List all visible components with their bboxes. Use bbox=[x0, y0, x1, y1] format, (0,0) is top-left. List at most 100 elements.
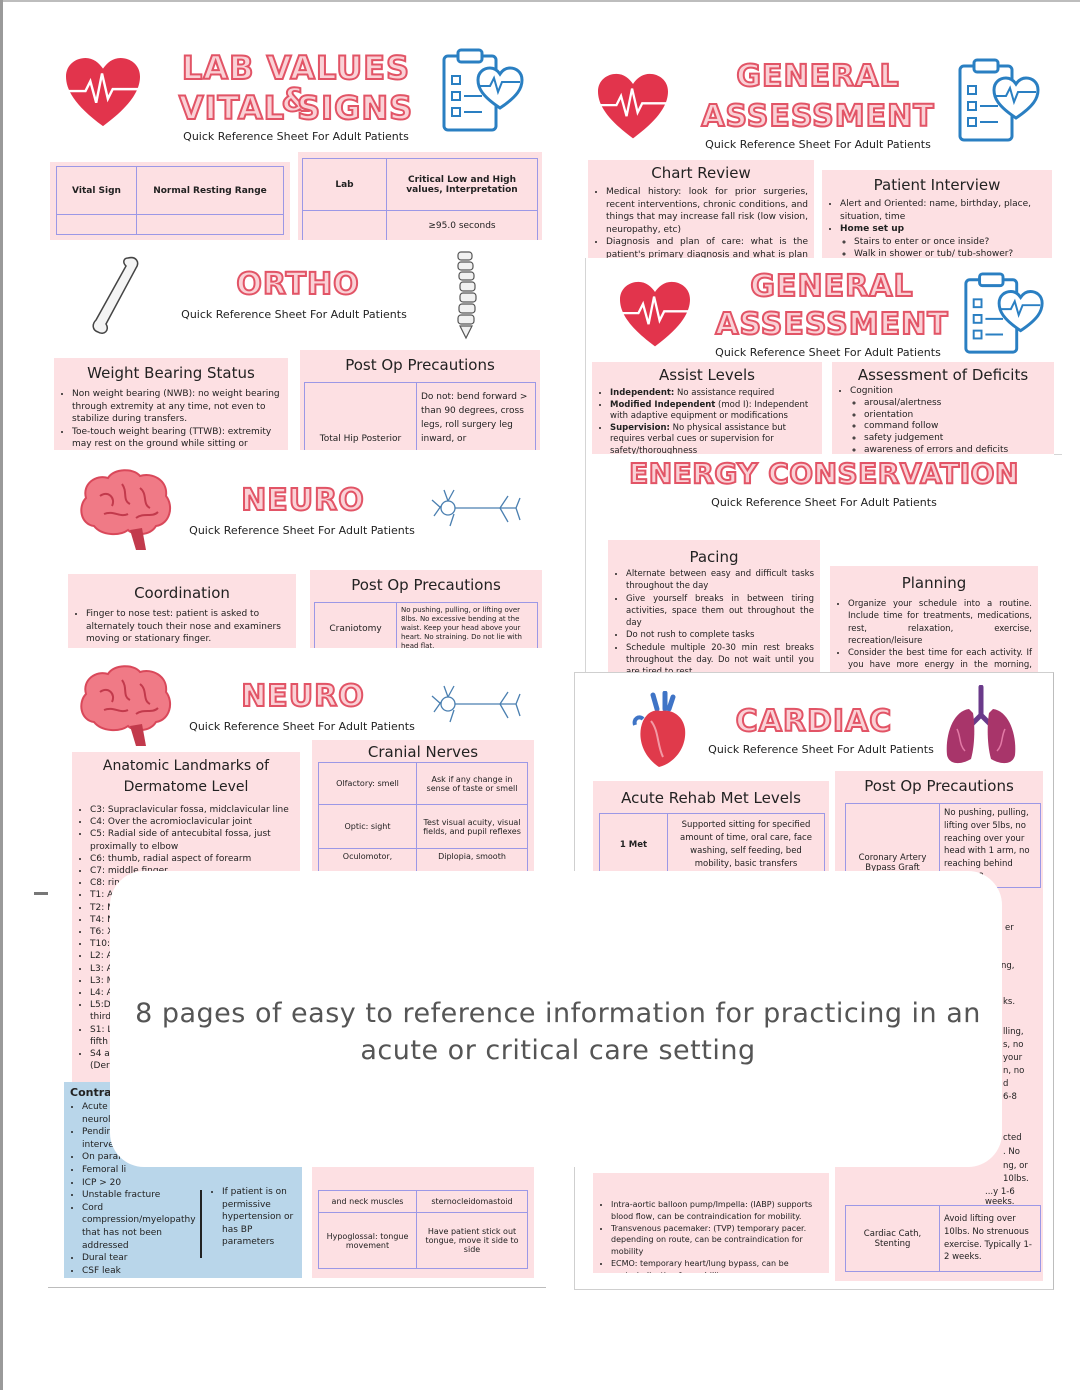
brain-icon bbox=[80, 665, 172, 746]
frame-left bbox=[0, 0, 3, 1390]
general-assessment-sheet-1: GENERAL ASSESSMENT Quick Reference Sheet… bbox=[580, 38, 1058, 260]
cranial-nerve-name: Olfactory: smell bbox=[318, 762, 417, 805]
post-op-fragment: ng, or bbox=[1003, 1161, 1028, 1171]
heart-pulse-icon bbox=[66, 57, 140, 127]
vital-sign-card: Vital Sign Normal Resting Range bbox=[50, 162, 290, 240]
neuro2-title: NEURO bbox=[240, 679, 365, 714]
lab-cell bbox=[302, 210, 387, 240]
post-op-fragment: s, no bbox=[1003, 1040, 1024, 1050]
ortho-title: ORTHO bbox=[235, 267, 360, 302]
assist-levels-card: Assist Levels Independent: No assistance… bbox=[592, 362, 822, 454]
pacing-item: Alternate between easy and difficult tas… bbox=[626, 568, 814, 593]
deficits-sub-item: command follow bbox=[864, 421, 1048, 433]
cardiac-cath-label: Cardiac Cath, Stenting bbox=[845, 1205, 940, 1272]
cardiac-device-item: Transvenous pacemaker: (TVP) temporary p… bbox=[611, 1223, 823, 1258]
cardiac-cath-value: Avoid lifting over 10lbs. No strenuous e… bbox=[939, 1205, 1041, 1272]
cranial-nerve-test: sternocleidomastoid bbox=[416, 1190, 528, 1213]
heart-pulse-icon bbox=[620, 281, 690, 347]
contra-divider bbox=[200, 1190, 202, 1258]
lab-subtitle: Quick Reference Sheet For Adult Patients bbox=[183, 130, 409, 143]
post-op-fragment: er bbox=[1005, 923, 1014, 933]
cranial-nerve-name: Hypoglossal: tongue movement bbox=[318, 1212, 417, 1269]
bone-icon bbox=[92, 256, 139, 335]
total-hip-value: Do not: bend forward > than 90 degrees, … bbox=[416, 382, 536, 450]
lab-header: Lab bbox=[302, 158, 387, 211]
deficits-sub-item: arousal/alertness bbox=[864, 398, 1048, 410]
dermatome-item: L2: A bbox=[90, 950, 294, 962]
lab-values-sheet: LAB VALUES & VITAL SIGNS Quick Reference… bbox=[48, 28, 546, 240]
cranial-nerve-test: Have patient stick out tongue, move it s… bbox=[416, 1212, 528, 1269]
ortho-subtitle: Quick Reference Sheet For Adult Patients bbox=[181, 308, 407, 321]
ortho-sheet: ORTHO Quick Reference Sheet For Adult Pa… bbox=[48, 240, 546, 452]
stray-dash bbox=[34, 892, 48, 895]
clipboard-heart-icon bbox=[442, 48, 524, 132]
assist-levels-heading: Assist Levels bbox=[659, 366, 755, 384]
contra-item: neurolog bbox=[82, 1114, 122, 1125]
general-assessment-sheet-2: GENERAL ASSESSMENT Quick Reference Sheet… bbox=[586, 258, 1062, 454]
contra-item: Unstable fracture bbox=[82, 1189, 178, 1202]
dermatome-item: L3: A bbox=[90, 963, 294, 975]
cardiac-subtitle: Quick Reference Sheet For Adult Patients bbox=[708, 743, 934, 756]
dermatome-item: T4: N bbox=[90, 914, 294, 926]
coordination-item: Finger to nose test: patient is asked to… bbox=[86, 608, 290, 646]
ortho-post-op-card: Post Op Precautions Total Hip Posterior … bbox=[300, 350, 540, 450]
weight-bearing-heading: Weight Bearing Status bbox=[87, 364, 255, 382]
neuro1-title: NEURO bbox=[240, 483, 365, 518]
contra-item: Pending bbox=[82, 1126, 178, 1139]
general1-subtitle: Quick Reference Sheet For Adult Patients bbox=[705, 138, 931, 151]
cardiac-device-item: ECMO: temporary heart/lung bypass, can b… bbox=[611, 1258, 823, 1273]
dermatome-item: L5:D bbox=[90, 999, 294, 1011]
dermatome-item: third bbox=[90, 1012, 111, 1023]
dermatome-item: C8: ring a bbox=[90, 877, 294, 889]
clipboard-heart-icon bbox=[958, 58, 1040, 142]
planning-heading: Planning bbox=[901, 574, 967, 592]
general2-subtitle: Quick Reference Sheet For Adult Patients bbox=[715, 346, 941, 359]
dermatome-item: C3: Supraclavicular fossa, midclavicular… bbox=[90, 804, 294, 816]
post-op-fragment: . No bbox=[1003, 1147, 1020, 1157]
dermatome-item: (Derma bbox=[90, 1061, 124, 1072]
post-op-fragment: 6-8 bbox=[1003, 1092, 1017, 1102]
deficits-sub-item: safety judgement bbox=[864, 433, 1048, 445]
craniotomy-label: Craniotomy bbox=[314, 602, 397, 648]
general2-title-line2: ASSESSMENT bbox=[714, 307, 949, 342]
cranial-nerves-heading: Cranial Nerves bbox=[367, 743, 479, 761]
general1-title-line1: GENERAL bbox=[735, 59, 900, 94]
dermatome-item: T10: bbox=[90, 938, 294, 950]
contra-item: Cord compression/myelopathy that has not… bbox=[82, 1202, 196, 1252]
dermatome-item: C5: Radial side of antecubital fossa, ju… bbox=[90, 828, 294, 852]
vital-sign-header: Vital Sign bbox=[56, 166, 137, 215]
total-hip-label: Total Hip Posterior bbox=[304, 382, 417, 450]
post-op-fragment: n, no bbox=[1003, 1066, 1025, 1076]
post-op-fragment: cted bbox=[1003, 1133, 1022, 1143]
contra-item: Dural tear bbox=[82, 1252, 178, 1265]
assist-level-item: Independent: No assistance required bbox=[610, 388, 816, 400]
contra-item: CSF leak bbox=[82, 1265, 178, 1278]
general1-title-line2: ASSESSMENT bbox=[700, 99, 935, 134]
post-op-fragment: lling, bbox=[1003, 1027, 1024, 1037]
lab-title-line2: VITAL SIGNS bbox=[178, 89, 414, 127]
cardiac-title: CARDIAC bbox=[735, 704, 893, 739]
neuro1-post-op-heading: Post Op Precautions bbox=[351, 576, 501, 594]
pacing-item: Give yourself breaks in between tiring a… bbox=[626, 593, 814, 630]
cardiac-device-item: Intra-aortic balloon pump/Impella: (IABP… bbox=[611, 1199, 823, 1223]
planning-item: Organize your schedule into a routine. I… bbox=[848, 598, 1032, 647]
clipboard-heart-icon bbox=[964, 272, 1044, 354]
dermatome-item: L3: M bbox=[90, 975, 294, 987]
ortho-post-op-heading: Post Op Precautions bbox=[345, 356, 495, 374]
pacing-heading: Pacing bbox=[689, 548, 739, 566]
pacing-card: Pacing Alternate between easy and diffic… bbox=[608, 540, 820, 672]
dermatome-item: S4 ar bbox=[90, 1048, 294, 1060]
met-levels-heading: Acute Rehab Met Levels bbox=[621, 789, 801, 807]
weight-bearing-item: Non weight bearing (NWB): no weight bear… bbox=[72, 388, 282, 426]
contra-item: ICP > 20 bbox=[82, 1177, 178, 1190]
lungs-icon bbox=[946, 685, 1016, 764]
patient-interview-card: Patient Interview Alert and Oriented: na… bbox=[822, 170, 1052, 260]
chart-review-item: Medical history: look for prior surgerie… bbox=[606, 186, 808, 236]
range-cell bbox=[136, 214, 284, 235]
contraindications-heading: Contra bbox=[70, 1086, 112, 1099]
interview-sub-item: Walk in shower or tub/ tub-shower? bbox=[854, 248, 1046, 260]
met-level-label: 1 Met bbox=[599, 813, 668, 873]
dermatome-item: fifth bbox=[90, 1036, 108, 1047]
interview-item: Alert and Oriented: name, birthday, plac… bbox=[840, 198, 1046, 223]
chart-review-heading: Chart Review bbox=[651, 164, 751, 182]
